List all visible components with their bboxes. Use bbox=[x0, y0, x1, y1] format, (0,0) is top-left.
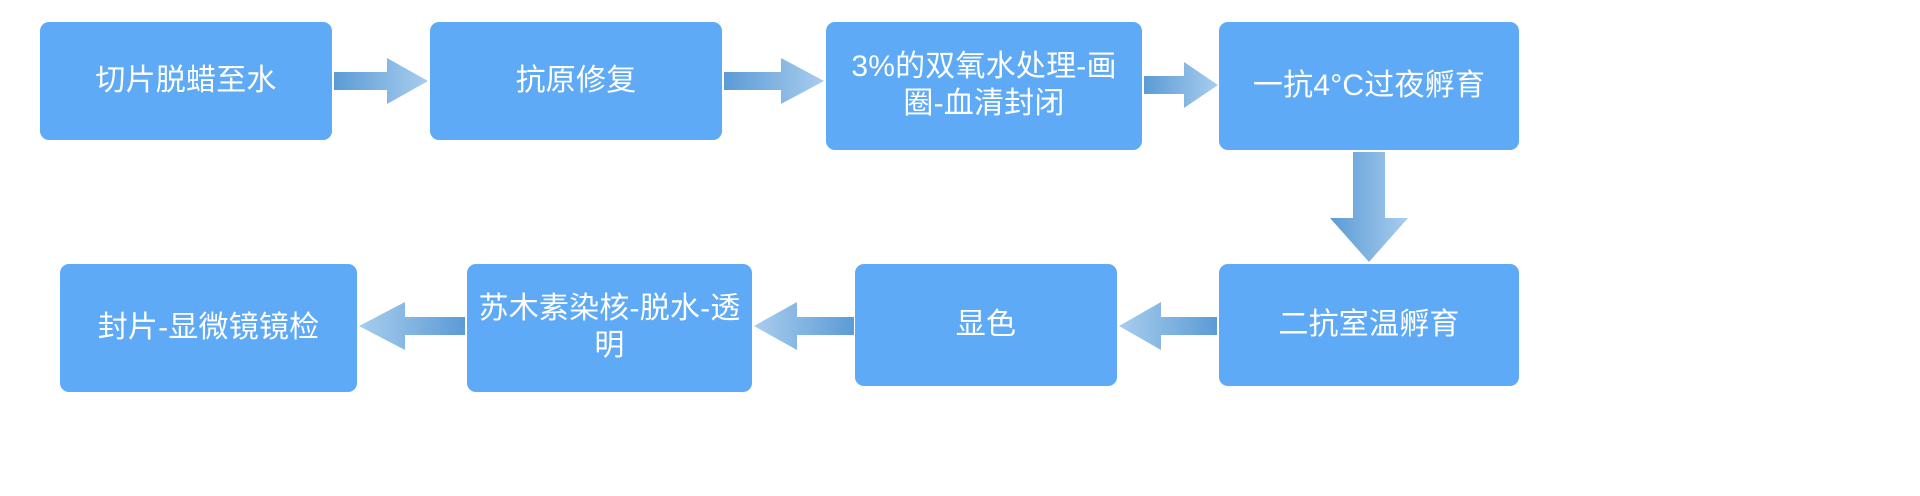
arrow-right-icon-3 bbox=[1144, 62, 1218, 108]
flow-node-8[interactable]: 封片-显微镜镜检 bbox=[60, 264, 357, 392]
arrow-down-icon-1 bbox=[1330, 152, 1408, 262]
flow-node-1-label: 切片脱蜡至水 bbox=[95, 63, 277, 97]
flow-node-4[interactable]: 一抗4°C过夜孵育 bbox=[1219, 22, 1519, 150]
flow-node-6[interactable]: 显色 bbox=[855, 264, 1117, 386]
flow-node-3[interactable]: 3%的双氧水处理-画圈-血清封闭 bbox=[826, 22, 1142, 150]
arrow-right-icon-1 bbox=[334, 58, 428, 104]
flow-node-5[interactable]: 二抗室温孵育 bbox=[1219, 264, 1519, 386]
flow-node-2[interactable]: 抗原修复 bbox=[430, 22, 722, 140]
arrow-left-icon-3 bbox=[359, 302, 465, 350]
flow-node-4-label: 一抗4°C过夜孵育 bbox=[1252, 68, 1486, 102]
flow-node-3-label: 3%的双氧水处理-画圈-血清封闭 bbox=[851, 50, 1117, 120]
arrow-left-icon-1 bbox=[1119, 302, 1217, 350]
arrow-left-icon-2 bbox=[754, 302, 854, 350]
flow-node-5-label: 二抗室温孵育 bbox=[1278, 307, 1460, 341]
flow-node-2-label: 抗原修复 bbox=[515, 63, 637, 97]
flow-node-7[interactable]: 苏木素染核-脱水-透明 bbox=[467, 264, 752, 392]
flow-node-8-label: 封片-显微镜镜检 bbox=[97, 310, 320, 344]
flow-node-6-label: 显色 bbox=[955, 307, 1017, 341]
flow-node-1[interactable]: 切片脱蜡至水 bbox=[40, 22, 332, 140]
arrow-right-icon-2 bbox=[724, 58, 824, 104]
flow-node-7-label: 苏木素染核-脱水-透明 bbox=[478, 292, 741, 362]
